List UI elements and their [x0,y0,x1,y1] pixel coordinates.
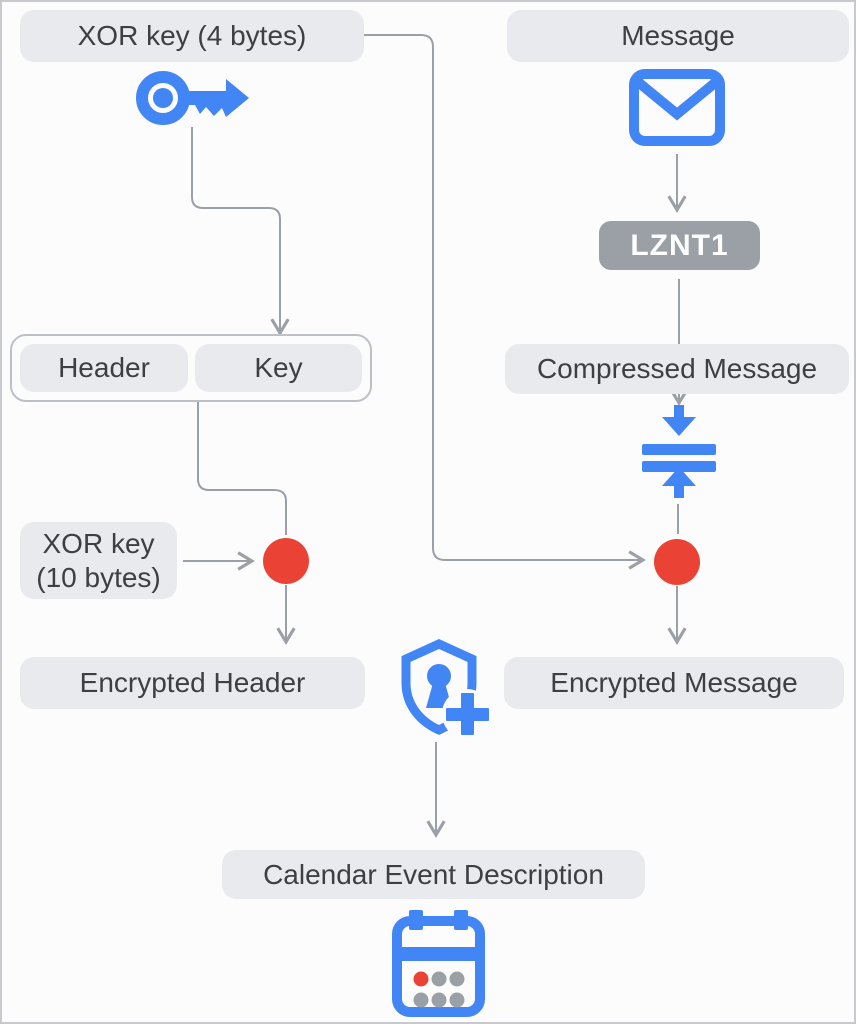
calendar-icon [392,910,485,1017]
node-key: Key [195,344,362,392]
node-label: Key [254,352,303,384]
node-label: Encrypted Message [550,667,798,699]
compress-icon [642,405,716,498]
node-xor-key-10-bytes: XOR key (10 bytes) [20,522,177,599]
node-label: Header [58,352,150,384]
node-label-line1: XOR key [42,527,155,559]
node-lznt1-badge: LZNT1 [599,221,760,270]
node-message: Message [507,10,849,62]
node-label-line2: (10 bytes) [36,561,161,593]
node-compressed-message: Compressed Message [505,344,849,394]
node-encrypted-message: Encrypted Message [504,657,844,709]
edge-group-to-leftdot [197,400,287,535]
shield-plus-icon [401,639,489,739]
edge-keyicon-to-key [191,127,290,336]
node-header: Header [20,344,188,392]
node-label: Encrypted Header [79,667,306,699]
edge-xor4-to-rightdot [364,34,646,570]
node-calendar-event-description: Calendar Event Description [222,850,645,899]
header-key-group [10,334,372,402]
envelope-icon [629,69,725,146]
node-label: Compressed Message [536,353,818,385]
node-encrypted-header: Encrypted Header [20,657,365,709]
key-icon [136,71,249,125]
node-label: XOR key (4 bytes) [77,20,307,52]
node-label: LZNT1 [630,228,729,262]
node-label: Calendar Event Description [263,858,604,890]
node-label: Message [621,20,735,52]
xor-operation-dot-left [263,538,309,584]
xor-operation-dot-right [654,539,700,585]
node-xor-key-4-bytes: XOR key (4 bytes) [20,10,364,62]
